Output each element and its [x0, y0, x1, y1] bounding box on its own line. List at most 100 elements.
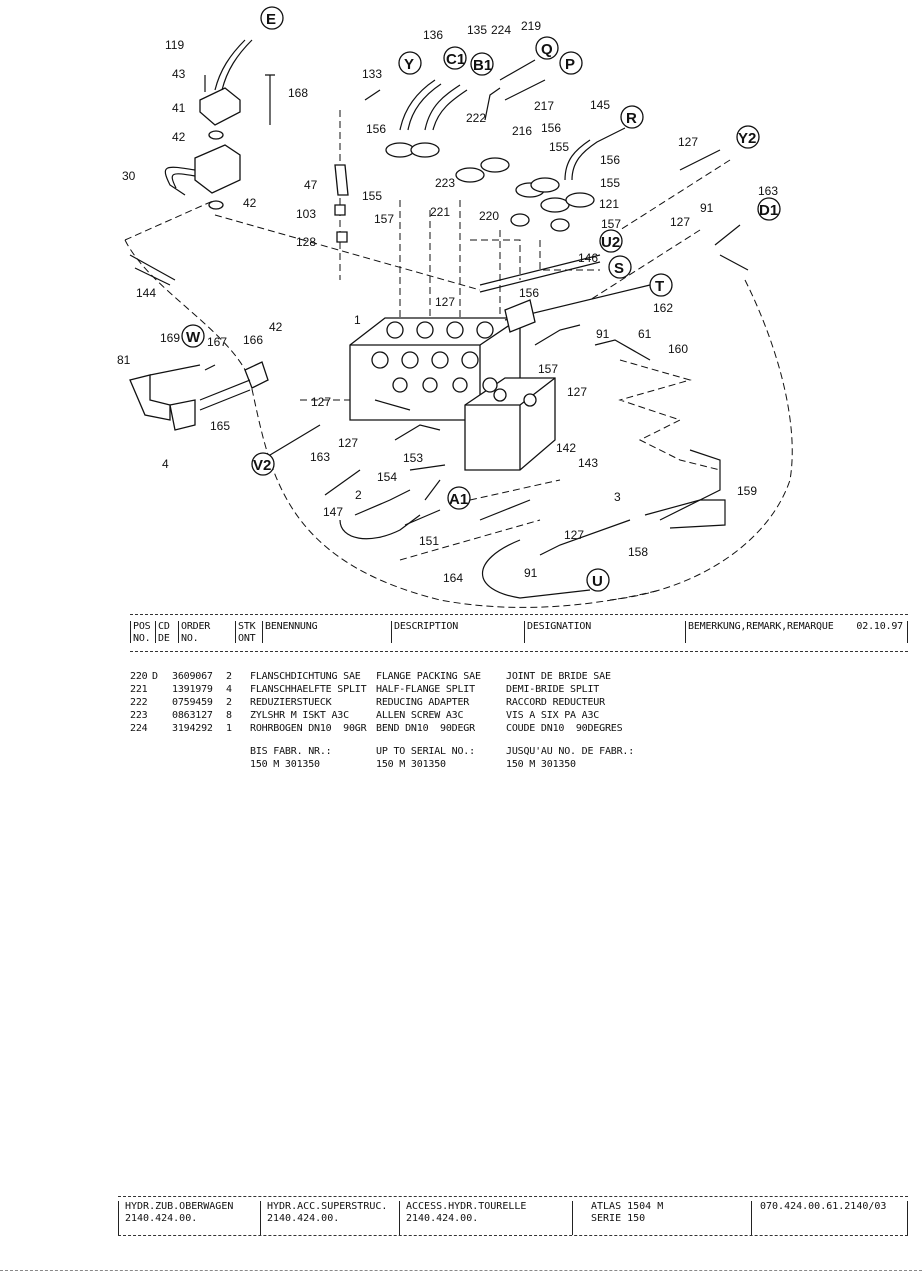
- callout: 168: [288, 86, 308, 100]
- footer-row: HYDR.ZUB.OBERWAGEN 2140.424.00. HYDR.ACC…: [118, 1197, 908, 1235]
- callout: 128: [296, 235, 316, 249]
- cell-designation: DEMI-BRIDE SPLIT: [506, 684, 600, 695]
- callout: 157: [538, 362, 558, 376]
- callout-numbers: 119 43 41 168 42 30 42 133 136 135 224 2…: [117, 19, 778, 585]
- callout: 155: [549, 140, 569, 154]
- callout: 1: [354, 313, 361, 327]
- callout: 162: [653, 301, 673, 315]
- callout: 144: [136, 286, 156, 300]
- boundary-loop-left: [124, 239, 661, 608]
- boundary-loop-right: [609, 279, 793, 601]
- callout: 153: [403, 451, 423, 465]
- port-T: T: [655, 278, 664, 295]
- cell-designation: VIS A SIX PA A3C: [506, 710, 600, 721]
- footer-bottom-rule: [118, 1235, 908, 1236]
- footer-group-de: HYDR.ZUB.OBERWAGEN 2140.424.00.: [118, 1201, 260, 1235]
- callout: 158: [628, 545, 648, 559]
- footer-doc-number: 070.424.00.61.2140/03: [751, 1201, 908, 1235]
- cell-order: 1391979: [172, 684, 213, 695]
- callout: 47: [304, 178, 318, 192]
- col-order: ORDER NO.: [178, 621, 235, 644]
- callout: 41: [172, 101, 186, 115]
- callout: 151: [419, 534, 439, 548]
- callout: 159: [737, 484, 757, 498]
- diagram-svg: E Y C1 B1 Q P R Y2 D1 U2 S T W V2 A1 U 1…: [117, 6, 793, 608]
- port-Y2: Y2: [738, 130, 756, 147]
- cell-designation: COUDE DN10 90DEGRES: [506, 723, 623, 734]
- callout: 103: [296, 207, 316, 221]
- callout: 154: [377, 470, 397, 484]
- callout: 30: [122, 169, 136, 183]
- callout: 127: [311, 395, 331, 409]
- callout: 166: [243, 333, 263, 347]
- port-E: E: [266, 11, 276, 28]
- serial-label-de: BIS FABR. NR.:: [250, 746, 332, 757]
- col-designation: DESIGNATION: [524, 621, 685, 643]
- callout: 163: [310, 450, 330, 464]
- port-A1: A1: [449, 491, 468, 508]
- callout: 119: [165, 38, 184, 52]
- callout: 2: [355, 488, 362, 502]
- valve-block: [349, 317, 556, 471]
- port-W: W: [186, 329, 201, 346]
- top-left-assembly: [164, 39, 275, 210]
- cell-benennung: REDUZIERSTUECK: [250, 697, 332, 708]
- callout: 4: [162, 457, 169, 471]
- cell-cd: D: [152, 671, 158, 682]
- cell-pos: 221: [130, 684, 148, 695]
- cell-description: ALLEN SCREW A3C: [376, 710, 464, 721]
- callout: 156: [519, 286, 539, 300]
- footer-group-en: HYDR.ACC.SUPERSTRUC. 2140.424.00.: [260, 1201, 399, 1235]
- callout: 91: [700, 201, 714, 215]
- port-S: S: [614, 260, 624, 277]
- parts-table: POS NO. CD DE ORDER NO. STK ONT BENENNUN…: [130, 614, 908, 771]
- callout: 221: [430, 205, 450, 219]
- page-footer: HYDR.ZUB.OBERWAGEN 2140.424.00. HYDR.ACC…: [118, 1196, 908, 1236]
- col-description: DESCRIPTION: [391, 621, 524, 643]
- callout: 160: [668, 342, 688, 356]
- col-pos: POS NO.: [130, 621, 155, 644]
- callout: 127: [338, 436, 358, 450]
- callout: 219: [521, 19, 541, 33]
- serial-info: BIS FABR. NR.:UP TO SERIAL NO.:JUSQU'AU …: [130, 745, 908, 771]
- col-remark: BEMERKUNG,REMARK,REMARQUE 02.10.97: [685, 621, 908, 643]
- right-tubes: [479, 254, 726, 599]
- callout: 91: [596, 327, 610, 341]
- cell-cd: [152, 709, 172, 722]
- callout: 136: [423, 28, 443, 42]
- cell-designation: JOINT DE BRIDE SAE: [506, 671, 611, 682]
- footer-group-fr: ACCESS.HYDR.TOURELLE 2140.424.00.: [399, 1201, 572, 1235]
- callout: 157: [374, 212, 394, 226]
- col-benennung: BENENNUNG: [262, 621, 391, 643]
- hydraulic-exploded-diagram: E Y C1 B1 Q P R Y2 D1 U2 S T W V2 A1 U 1…: [0, 0, 922, 610]
- cell-benennung: ZYLSHR M ISKT A3C: [250, 710, 349, 721]
- port-Y: Y: [404, 56, 414, 73]
- callout: 133: [362, 67, 382, 81]
- callout: 167: [207, 335, 227, 349]
- boundary-line-top: [124, 159, 731, 301]
- port-C1: C1: [446, 51, 465, 68]
- cell-cd: [152, 683, 172, 696]
- table-header: POS NO. CD DE ORDER NO. STK ONT BENENNUN…: [130, 615, 908, 651]
- cell-description: BEND DN10 90DEGR: [376, 723, 475, 734]
- cell-qty: 1: [226, 723, 232, 734]
- callout: 3: [614, 490, 621, 504]
- callout: 127: [564, 528, 584, 542]
- callout: 142: [556, 441, 576, 455]
- left-fittings: [129, 254, 446, 540]
- callout: 223: [435, 176, 455, 190]
- cell-order: 3194292: [172, 723, 213, 734]
- callout: 43: [172, 67, 186, 81]
- table-date: 02.10.97: [856, 621, 903, 632]
- callout: 157: [601, 217, 621, 231]
- cell-benennung: FLANSCHHAELFTE SPLIT: [250, 684, 367, 695]
- serial-value-fr: 150 M 301350: [506, 759, 576, 770]
- top-hoses: [364, 59, 749, 271]
- cell-description: FLANGE PACKING SAE: [376, 671, 481, 682]
- port-D1: D1: [759, 202, 778, 219]
- col-cd: CD DE: [155, 621, 178, 644]
